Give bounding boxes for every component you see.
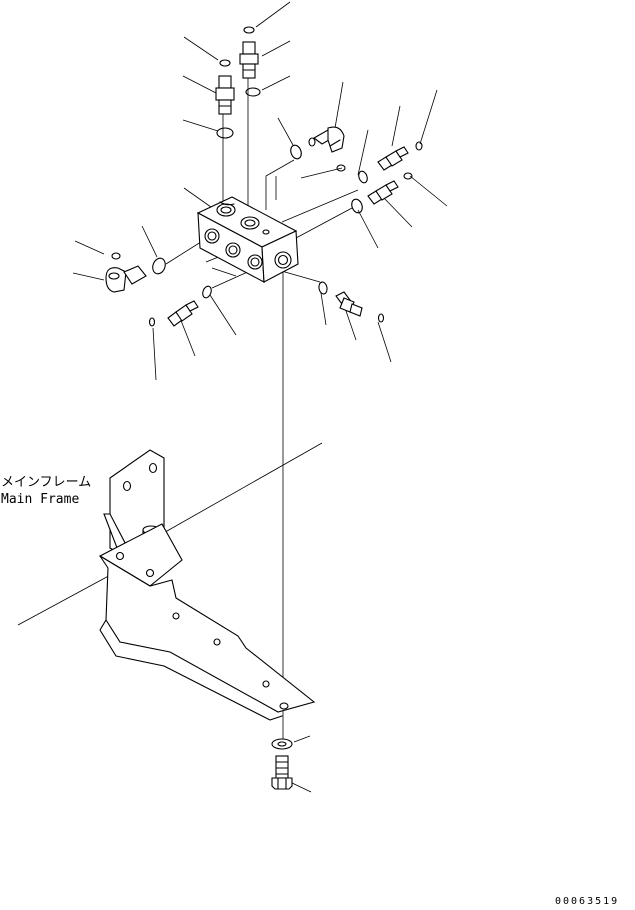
main-frame-bracket: [98, 449, 316, 721]
frame-label-japanese: メインフレーム: [1, 475, 92, 490]
seal-rings: [111, 26, 423, 327]
fitting-lower-left-nipple: [167, 300, 199, 327]
fitting-right-nipple-lower: [367, 180, 399, 205]
leader-lines: [17, 1, 448, 793]
fitting-left-nipple: [215, 75, 235, 115]
washer: [271, 738, 293, 750]
fitting-right-nipple-upper: [377, 146, 409, 171]
drawing-number: 00063519: [555, 896, 620, 907]
fitting-elbow-left: [105, 265, 147, 293]
frame-label-english: Main Frame: [1, 492, 80, 507]
valve-block: [196, 196, 299, 283]
bolt: [271, 755, 293, 790]
fitting-lower-right-nipple: [335, 291, 363, 317]
fitting-top-nipple: [239, 41, 259, 79]
fitting-elbow-upper-right: [308, 126, 345, 153]
